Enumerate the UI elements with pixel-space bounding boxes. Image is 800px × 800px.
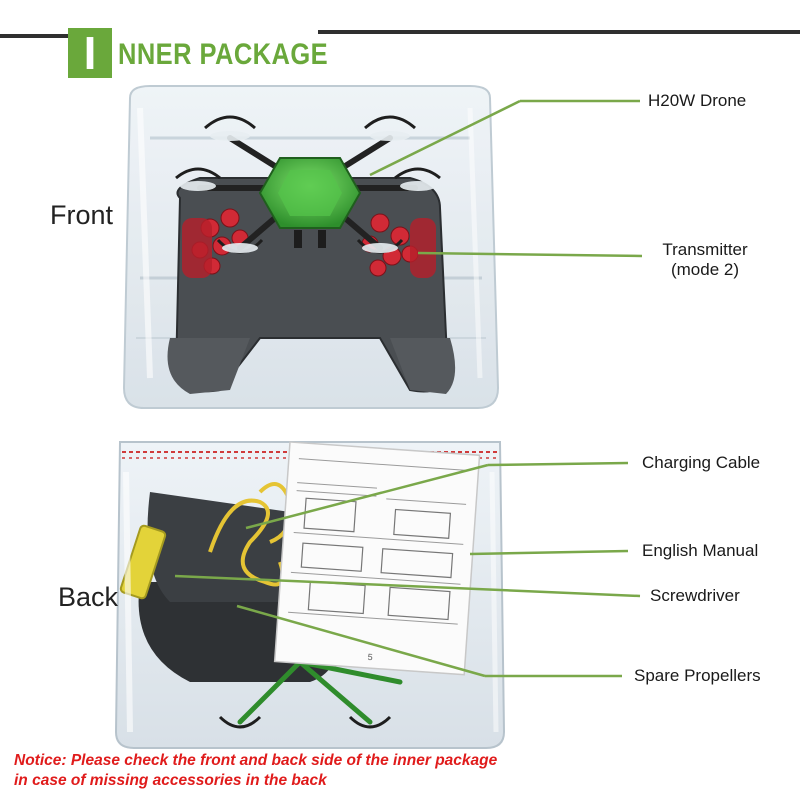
pointer-screwdriver — [174, 574, 641, 598]
notice-line-2: in case of missing accessories in the ba… — [14, 772, 327, 789]
callout-spare-propellers: Spare Propellers — [634, 666, 761, 685]
front-package-photo — [122, 85, 500, 409]
header-badge: I — [68, 28, 112, 78]
callout-english-manual: English Manual — [642, 541, 759, 560]
pointer-cable — [245, 463, 489, 530]
manual-page-number: 5 — [367, 652, 373, 662]
pointer-manual — [469, 549, 629, 556]
pointer-propellers — [236, 604, 486, 678]
pointer-cable-h — [487, 461, 629, 467]
page-title: NNER PACKAGE — [118, 38, 329, 71]
pointer-drone — [369, 99, 521, 177]
callout-charging-cable: Charging Cable — [642, 453, 761, 472]
callout-transmitter: Transmitter (mode 2) — [650, 240, 760, 280]
callout-transmitter-line1: Transmitter — [662, 240, 748, 259]
callout-screwdriver: Screwdriver — [650, 586, 740, 605]
front-label: Front — [50, 200, 114, 230]
callout-drone: H20W Drone — [648, 91, 747, 110]
header-rule-left — [0, 34, 70, 38]
back-package-photo: 5 — [114, 441, 506, 749]
pointer-transmitter — [417, 251, 643, 258]
header-rule-right — [318, 30, 800, 34]
callout-transmitter-line2: (mode 2) — [670, 260, 740, 279]
header-badge-letter: I — [83, 27, 97, 79]
back-label: Back — [58, 582, 119, 612]
notice-line-1: Notice: Please check the front and back … — [14, 752, 498, 769]
